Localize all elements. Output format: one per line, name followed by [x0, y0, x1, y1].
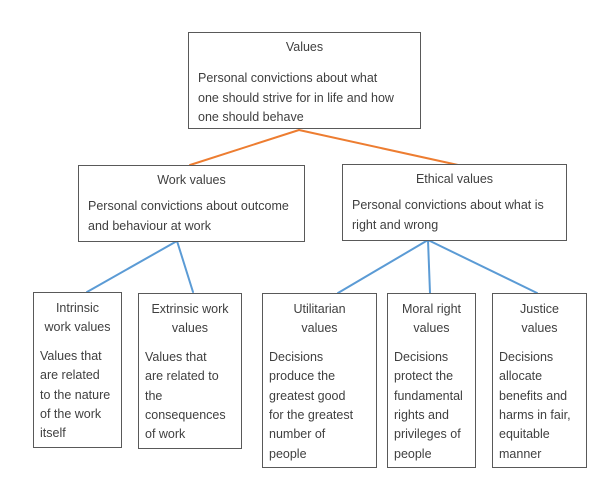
connector-values-to-work — [189, 129, 300, 166]
node-justice-title: Justice values — [520, 302, 559, 336]
node-moral-right-title: Moral right values — [401, 302, 462, 336]
connector-ethical-to-moral — [427, 239, 431, 294]
node-extrinsic-work-values: Extrinsic work values Values that are re… — [138, 293, 242, 449]
node-utilitarian-values: Utilitarian values Decisions produce the… — [262, 293, 377, 468]
node-work-values: Work values Personal convictions about o… — [78, 165, 305, 242]
node-ethical-values-description: Personal convictions about what is right… — [352, 198, 544, 232]
connector-values-to-ethical — [298, 129, 459, 166]
node-values: Values Personal convictions about what o… — [188, 32, 421, 129]
node-justice-values: Justice values Decisions allocate benefi… — [492, 293, 587, 468]
node-moral-right-values: Moral right values Decisions protect the… — [387, 293, 476, 468]
node-work-values-title: Work values — [157, 173, 226, 187]
node-ethical-values-title: Ethical values — [415, 172, 494, 186]
node-utilitarian-title: Utilitarian values — [293, 302, 346, 336]
node-extrinsic-description: Values that are related to the consequen… — [145, 349, 226, 442]
node-values-description: Personal convictions about what one shou… — [198, 71, 394, 125]
node-intrinsic-title: Intrinsic work values — [44, 301, 111, 335]
node-extrinsic-title: Extrinsic work values — [151, 302, 229, 336]
node-values-title: Values — [285, 40, 324, 54]
node-intrinsic-work-values: Intrinsic work values Values that are re… — [33, 292, 122, 448]
node-ethical-values: Ethical values Personal convictions abou… — [342, 164, 567, 241]
connector-ethical-to-utilitarian — [337, 239, 429, 294]
node-utilitarian-description: Decisions produce the greatest good for … — [269, 349, 354, 461]
node-work-values-description: Personal convictions about outcome and b… — [88, 199, 289, 233]
connector-work-to-extrinsic — [176, 240, 194, 293]
node-moral-right-description: Decisions protect the fundamental rights… — [394, 349, 463, 461]
node-intrinsic-description: Values that are related to the nature of… — [40, 348, 111, 441]
connector-work-to-intrinsic — [86, 240, 178, 293]
node-justice-description: Decisions allocate benefits and harms in… — [499, 349, 571, 461]
connector-ethical-to-justice — [427, 239, 538, 294]
